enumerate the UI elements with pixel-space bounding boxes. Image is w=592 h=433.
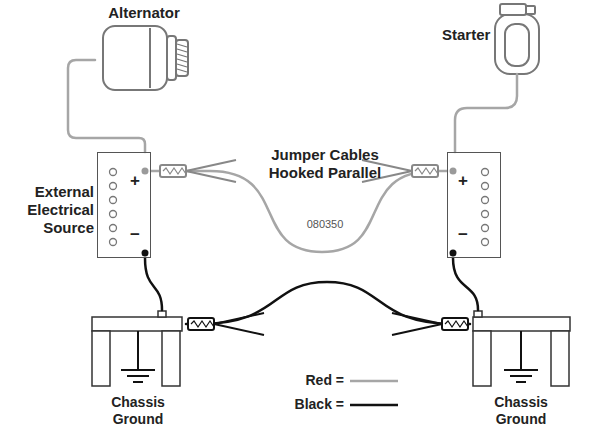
black-clamp <box>214 324 264 335</box>
alternator-body <box>176 40 188 76</box>
legend-text: Black = <box>244 396 344 413</box>
starter: Starter <box>440 2 540 74</box>
clamp-grip <box>415 168 438 174</box>
terminal-dot <box>450 168 457 175</box>
ground-symbol <box>127 375 149 377</box>
starter-body <box>526 6 535 14</box>
clamp-grip <box>445 321 468 327</box>
ground-block <box>92 331 110 386</box>
jumper-wire <box>186 282 470 324</box>
battery: +− <box>97 152 151 258</box>
alternator-body <box>149 28 151 88</box>
battery-cell <box>482 239 489 246</box>
jumper-wire <box>151 171 447 252</box>
clamp-grip <box>163 168 468 327</box>
battery-cell <box>110 239 117 246</box>
clamp-grip <box>191 321 214 327</box>
battery-cell <box>482 183 489 190</box>
starter-body <box>505 24 529 66</box>
black-clamp <box>392 313 442 324</box>
clamp-grip <box>163 168 186 174</box>
legend-text: Red = <box>244 372 344 389</box>
chassis-ground: Chassis Ground <box>470 310 570 432</box>
cable-title: Jumper Cables Hooked Parallel <box>250 146 400 182</box>
battery-cell <box>482 211 489 218</box>
battery-cell <box>110 169 117 176</box>
node-label: Starter <box>442 26 494 44</box>
pulley-groove <box>177 54 187 57</box>
black-clamp <box>188 313 468 335</box>
red-clamp <box>186 160 236 171</box>
alternator-body <box>103 26 167 90</box>
node-label: Chassis Ground <box>481 394 561 428</box>
ground-block <box>473 331 491 386</box>
legend-line <box>350 381 398 405</box>
ground-block <box>92 317 182 331</box>
starter-body <box>495 14 539 74</box>
pulley-groove <box>177 44 187 47</box>
starter-body <box>500 4 526 15</box>
battery-cell <box>110 197 117 204</box>
node-label: Chassis Ground <box>98 394 178 428</box>
pulley-groove <box>177 69 187 72</box>
node-label: + <box>128 171 142 191</box>
black-clamp <box>214 313 264 324</box>
black-clamp <box>392 324 442 335</box>
ground-block <box>551 331 569 386</box>
black-clamp <box>442 318 468 330</box>
source-label: External Electrical Source <box>2 183 94 237</box>
figure-number: 080350 <box>290 218 360 231</box>
battery-cell <box>110 183 117 190</box>
alternator: Alternator <box>95 4 193 94</box>
battery-cell <box>482 225 489 232</box>
terminal-dot <box>450 250 457 257</box>
ground-symbol <box>516 381 526 383</box>
jumper-wire <box>455 74 517 152</box>
chassis-ground: Chassis Ground <box>90 310 186 432</box>
ground-symbol <box>504 369 538 371</box>
ground-symbol <box>137 331 139 370</box>
pulley-groove <box>177 49 187 52</box>
ground-block <box>474 311 482 317</box>
starter-body <box>495 4 539 74</box>
jumper-wire <box>145 258 162 310</box>
red-clamp <box>412 165 438 177</box>
battery-cell <box>110 211 117 218</box>
pulley-groove <box>177 64 187 67</box>
terminal-dot <box>142 250 149 257</box>
ground-block <box>162 331 180 386</box>
ground-symbol <box>520 331 522 370</box>
battery-cell <box>482 197 489 204</box>
jumper-wire <box>68 60 145 152</box>
red-clamp <box>160 165 186 177</box>
battery-cell <box>110 225 117 232</box>
node-label: − <box>456 225 470 245</box>
red-clamp <box>186 171 236 182</box>
ground-symbol <box>510 375 532 377</box>
jumper-wire <box>453 258 478 310</box>
pulley-groove <box>177 44 187 72</box>
terminal-dot <box>142 168 149 175</box>
pulley-groove <box>177 59 187 62</box>
ground-symbol <box>133 381 143 383</box>
battery-cell <box>482 169 489 176</box>
ground-symbol <box>121 369 155 371</box>
legend-line <box>350 404 398 407</box>
legend-line <box>350 380 398 383</box>
ground-block <box>158 311 166 317</box>
alternator-body <box>167 36 176 80</box>
ground-block <box>473 317 570 331</box>
node-label: + <box>456 171 470 191</box>
alternator-body <box>103 26 188 90</box>
battery: +− <box>447 152 501 258</box>
black-clamp <box>188 318 214 330</box>
node-label: − <box>128 225 142 245</box>
node-label: Alternator <box>95 4 193 22</box>
